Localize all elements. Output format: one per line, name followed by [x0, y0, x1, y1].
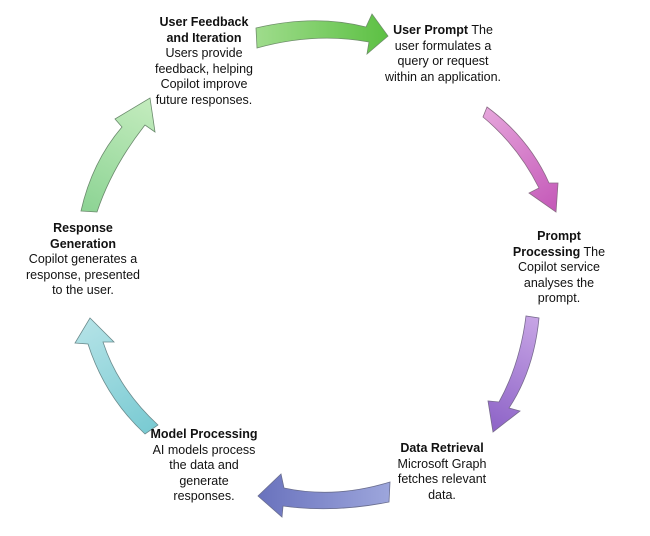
step-title: Model Processing	[150, 427, 258, 441]
step-body: Users provide feedback, helping Copilot …	[155, 46, 253, 107]
step-title: Prompt Processing	[512, 229, 581, 259]
arrow-model-to-response	[74, 317, 159, 435]
step-title: Data Retrieval	[400, 441, 484, 455]
step-body: Microsoft Graph fetches relevant data.	[397, 456, 487, 502]
arrow-response-to-feedback	[80, 97, 156, 213]
arrow-retrieval-to-model	[257, 473, 391, 518]
arrow-feedback-to-prompt	[255, 13, 389, 56]
step-prompt-processing: Prompt Processing The Copilot service an…	[504, 229, 614, 307]
step-title: User Feedback and Iteration	[159, 15, 249, 45]
step-user-prompt: User Prompt The user formulates a query …	[384, 23, 502, 85]
step-data-retrieval: Data Retrieval Microsoft Graph fetches r…	[386, 441, 498, 503]
step-body: The user formulates a query or request w…	[384, 23, 502, 84]
step-model-processing: Model Processing AI models process the d…	[148, 427, 260, 505]
step-response-generation: Response Generation Copilot generates a …	[24, 221, 142, 299]
step-body: The Copilot service analyses the prompt.	[518, 244, 606, 306]
step-body: Copilot generates a response, presented …	[26, 252, 140, 297]
step-title: Response Generation	[50, 221, 116, 251]
step-user-feedback: User Feedback and Iteration Users provid…	[148, 15, 260, 108]
arrow-prompt-to-processing	[482, 106, 559, 213]
step-body: AI models process the data and generate …	[152, 442, 256, 504]
step-title: User Prompt	[393, 23, 469, 37]
arrow-processing-to-retrieval	[487, 315, 540, 433]
